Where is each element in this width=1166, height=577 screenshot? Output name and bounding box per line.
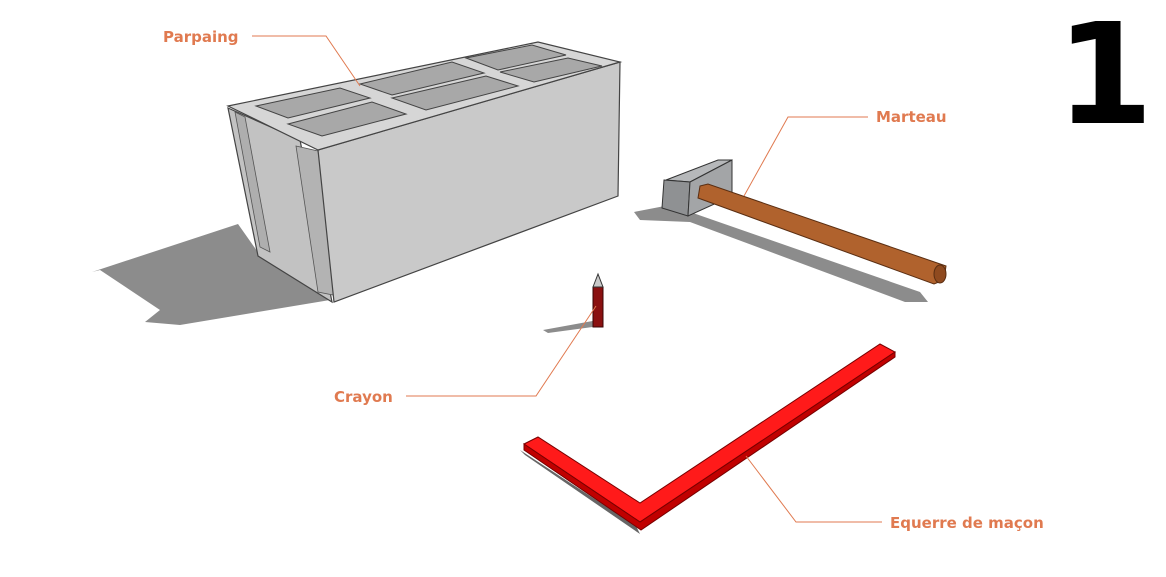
pencil-shadow [543, 320, 600, 333]
step-number: 1 [1056, 0, 1154, 157]
label-equerre: Equerre de maçon [890, 514, 1044, 532]
pencil-tip [592, 272, 604, 288]
hammer-shadow [634, 205, 928, 302]
square-top [523, 343, 896, 523]
marteau-hammer [661, 159, 947, 285]
block-hole [390, 75, 520, 111]
block-hole [499, 57, 603, 83]
block-hole [358, 61, 486, 96]
block-end-web [234, 111, 271, 253]
block-hole [464, 44, 567, 71]
pencil-body [592, 286, 604, 328]
square-edge [523, 351, 896, 531]
leader-crayon [406, 305, 597, 397]
label-crayon: Crayon [334, 388, 393, 406]
leader-marteau [743, 116, 868, 197]
label-marteau: Marteau [876, 108, 947, 126]
block-hole [254, 87, 372, 119]
label-parpaing: Parpaing [163, 28, 239, 46]
crayon-pencil [592, 272, 604, 328]
parpaing-block [226, 41, 623, 304]
block-hole [286, 101, 408, 137]
leader-equerre [745, 455, 882, 523]
square-shadow [520, 450, 640, 534]
block-shadow [92, 224, 330, 325]
leader-parpaing [252, 35, 361, 87]
hammer-handle-end [933, 264, 947, 284]
equerre-square [523, 343, 896, 531]
